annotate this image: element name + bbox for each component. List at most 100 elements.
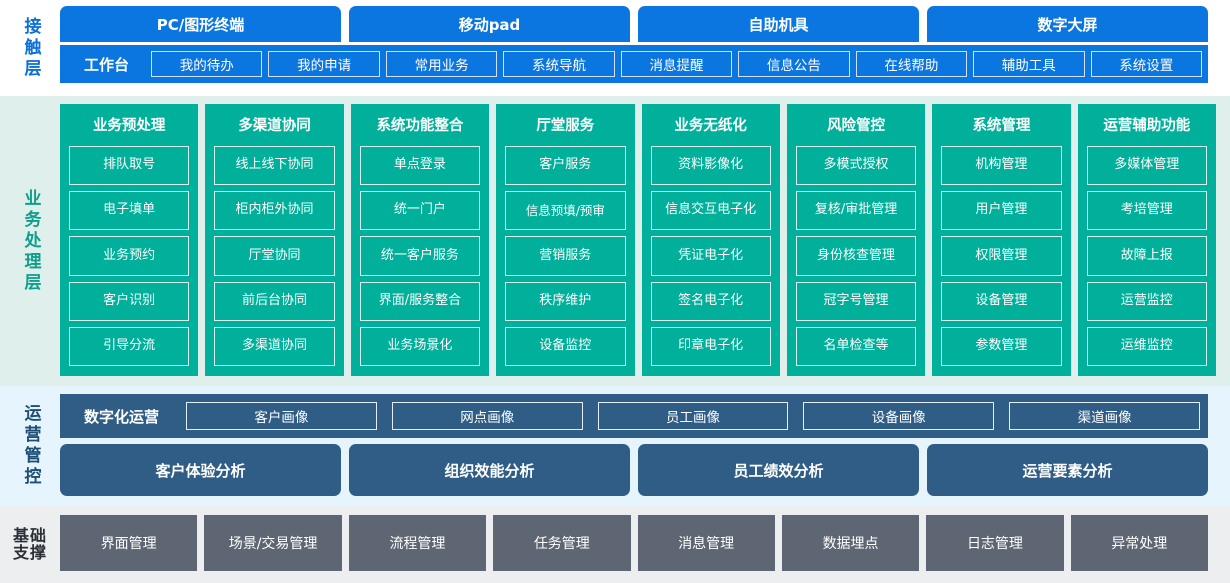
business-item[interactable]: 客户服务 (505, 146, 626, 186)
contact-layer-label: 接触层 (0, 0, 60, 96)
business-item[interactable]: 信息交互电子化 (650, 191, 771, 231)
workbench-item-system-settings[interactable]: 系统设置 (1090, 51, 1202, 77)
business-item[interactable]: 考培管理 (1086, 191, 1207, 231)
channel-tab-row: PC/图形终端 移动pad 自助机具 数字大屏 (60, 6, 1208, 42)
business-item[interactable]: 秩序维护 (505, 281, 626, 321)
business-item[interactable]: 印章电子化 (650, 326, 771, 367)
business-card-system-integration: 系统功能整合 单点登录 统一门户 统一客户服务 界面/服务整合 业务场景化 (350, 104, 490, 376)
channel-tab-mobile-pad[interactable]: 移动pad (349, 6, 630, 42)
base-item-task-management[interactable]: 任务管理 (493, 515, 631, 571)
base-support-label-line2: 支撑 (12, 542, 47, 562)
business-item[interactable]: 线上线下协同 (214, 146, 335, 186)
contact-layer-body: PC/图形终端 移动pad 自助机具 数字大屏 工作台 我的待办 我的申请 常用… (60, 0, 1230, 96)
business-item[interactable]: 柜内柜外协同 (214, 191, 335, 231)
portrait-employee[interactable]: 员工画像 (597, 402, 789, 430)
business-item[interactable]: 签名电子化 (650, 281, 771, 321)
business-item[interactable]: 厅堂协同 (214, 236, 335, 276)
business-layer-body: 业务预处理 排队取号 电子填单 业务预约 客户识别 引导分流 多渠道协同 线上线… (60, 96, 1230, 386)
workbench-item-auxiliary-tools[interactable]: 辅助工具 (973, 51, 1085, 77)
business-card-title: 厅堂服务 (536, 118, 595, 134)
workbench-item-message-reminder[interactable]: 消息提醒 (620, 51, 733, 77)
channel-tab-digital-screen[interactable]: 数字大屏 (927, 6, 1208, 42)
base-item-exception-handling[interactable]: 异常处理 (1070, 515, 1208, 571)
base-item-log-management[interactable]: 日志管理 (926, 515, 1064, 571)
channel-tab-self-service[interactable]: 自助机具 (638, 6, 919, 42)
workbench-title: 工作台 (84, 55, 130, 74)
business-item[interactable]: 排队取号 (69, 146, 190, 186)
base-item-process-management[interactable]: 流程管理 (348, 515, 487, 571)
business-layer: 业务处理层 业务预处理 排队取号 电子填单 业务预约 客户识别 引导分流 多渠道… (0, 96, 1230, 386)
base-item-data-tracking[interactable]: 数据埋点 (781, 515, 920, 571)
business-item[interactable]: 多媒体管理 (1086, 146, 1207, 186)
base-support-label-line1: 基础 (12, 525, 47, 545)
business-item[interactable]: 多渠道协同 (214, 326, 335, 367)
business-card-title: 多渠道协同 (238, 118, 311, 134)
business-item[interactable]: 信息预填/预审 (505, 191, 626, 231)
workbench-item-common-business[interactable]: 常用业务 (385, 51, 498, 77)
channel-tab-pc[interactable]: PC/图形终端 (60, 6, 341, 42)
business-card-preprocessing: 业务预处理 排队取号 电子填单 业务预约 客户识别 引导分流 (60, 104, 199, 376)
digital-operations-bar: 数字化运营 客户画像 网点画像 员工画像 设备画像 渠道画像 (60, 394, 1208, 438)
business-item[interactable]: 设备管理 (941, 281, 1062, 321)
workbench-item-my-todo[interactable]: 我的待办 (151, 51, 263, 77)
business-item[interactable]: 客户识别 (69, 281, 190, 321)
analysis-operation-elements[interactable]: 运营要素分析 (927, 444, 1208, 496)
business-card-title: 风险管控 (827, 118, 886, 134)
business-item[interactable]: 复核/审批管理 (795, 191, 917, 231)
business-item[interactable]: 名单检查等 (795, 326, 917, 367)
business-layer-label: 业务处理层 (0, 96, 60, 386)
business-item[interactable]: 身份核查管理 (795, 236, 917, 276)
base-item-ui-management[interactable]: 界面管理 (60, 515, 198, 571)
analysis-row: 客户体验分析 组织效能分析 员工绩效分析 运营要素分析 (60, 444, 1208, 496)
business-item[interactable]: 业务预约 (69, 236, 190, 276)
portrait-branch[interactable]: 网点画像 (391, 402, 583, 430)
portrait-customer[interactable]: 客户画像 (186, 402, 377, 430)
analysis-customer-experience[interactable]: 客户体验分析 (60, 444, 341, 496)
business-item[interactable]: 参数管理 (941, 326, 1062, 367)
business-item[interactable]: 统一门户 (359, 191, 481, 231)
business-item[interactable]: 故障上报 (1086, 236, 1207, 276)
workbench-item-my-application[interactable]: 我的申请 (268, 51, 380, 77)
business-item[interactable]: 运维监控 (1086, 326, 1207, 367)
workbench-bar: 工作台 我的待办 我的申请 常用业务 系统导航 消息提醒 信息公告 在线帮助 辅… (60, 45, 1208, 83)
base-support-label-block: 基础 支撑 (12, 525, 47, 562)
operations-layer: 运营管控 数字化运营 客户画像 网点画像 员工画像 设备画像 渠道画像 客户体验… (0, 386, 1230, 506)
analysis-employee-performance[interactable]: 员工绩效分析 (638, 444, 919, 496)
business-card-risk-control: 风险管控 多模式授权 复核/审批管理 身份核查管理 冠字号管理 名单检查等 (786, 104, 926, 376)
business-item[interactable]: 单点登录 (359, 146, 481, 186)
business-item[interactable]: 权限管理 (941, 236, 1062, 276)
business-card-title: 业务预处理 (92, 118, 166, 134)
business-item[interactable]: 电子填单 (69, 191, 190, 231)
business-item[interactable]: 界面/服务整合 (359, 281, 481, 321)
business-item[interactable]: 营销服务 (505, 236, 626, 276)
workbench-item-information-bulletin[interactable]: 信息公告 (738, 51, 850, 77)
business-item[interactable]: 运营监控 (1086, 281, 1207, 321)
portrait-channel[interactable]: 渠道画像 (1009, 402, 1200, 430)
business-item[interactable]: 设备监控 (505, 326, 626, 367)
analysis-organization-efficiency[interactable]: 组织效能分析 (349, 444, 630, 496)
business-item[interactable]: 冠字号管理 (795, 281, 917, 321)
business-item[interactable]: 统一客户服务 (359, 236, 481, 276)
business-item[interactable]: 用户管理 (941, 191, 1062, 231)
workbench-item-system-navigation[interactable]: 系统导航 (503, 51, 615, 77)
digital-operations-title: 数字化运营 (84, 407, 160, 426)
business-item[interactable]: 业务场景化 (359, 326, 481, 367)
business-item[interactable]: 引导分流 (69, 326, 190, 367)
business-layer-label-text: 业务处理层 (20, 188, 41, 294)
base-support-layer: 基础 支撑 界面管理 场景/交易管理 流程管理 任务管理 消息管理 数据埋点 日… (0, 506, 1230, 583)
business-item[interactable]: 机构管理 (941, 146, 1062, 186)
portrait-device[interactable]: 设备画像 (803, 402, 995, 430)
business-item[interactable]: 前后台协同 (214, 281, 335, 321)
business-item[interactable]: 多模式授权 (795, 146, 917, 186)
business-card-title: 系统功能整合 (376, 118, 464, 134)
business-card-paperless: 业务无纸化 资料影像化 信息交互电子化 凭证电子化 签名电子化 印章电子化 (641, 104, 780, 376)
business-item[interactable]: 凭证电子化 (650, 236, 771, 276)
base-item-scenario-transaction-management[interactable]: 场景/交易管理 (204, 515, 342, 571)
business-item[interactable]: 资料影像化 (650, 146, 771, 186)
base-item-message-management[interactable]: 消息管理 (637, 515, 775, 571)
operations-layer-label-text: 运营管控 (20, 404, 41, 488)
operations-layer-label: 运营管控 (0, 386, 60, 506)
workbench-item-online-help[interactable]: 在线帮助 (855, 51, 968, 77)
business-card-title: 系统管理 (972, 118, 1031, 134)
